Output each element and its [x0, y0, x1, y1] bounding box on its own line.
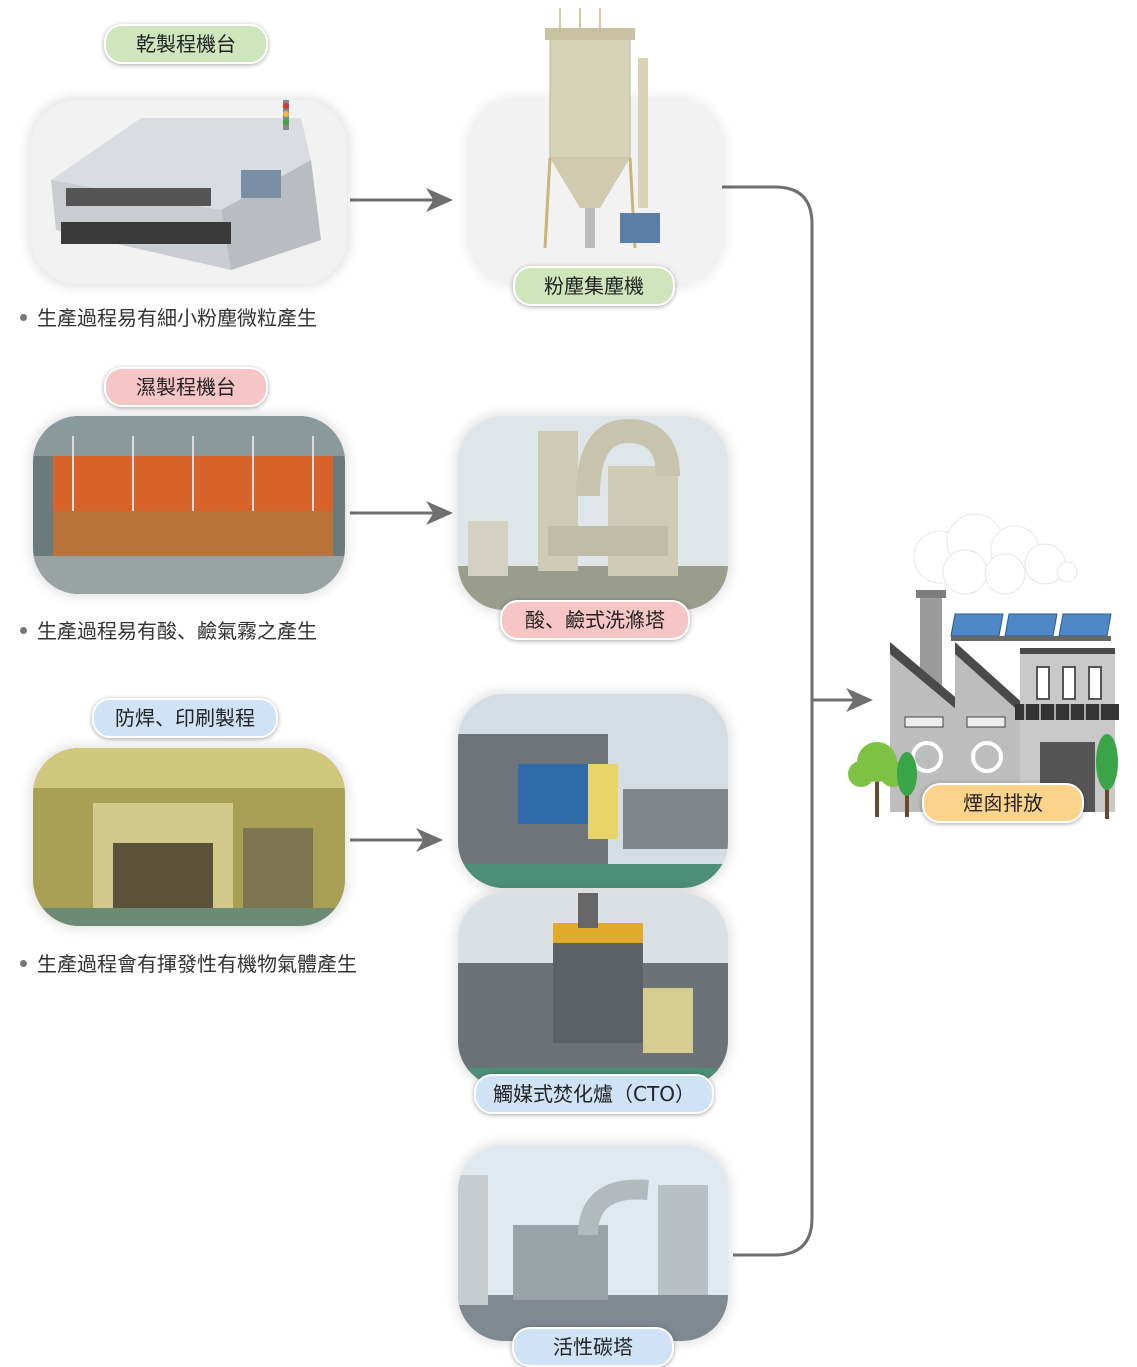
- solder-print-note: 生產過程會有揮發性有機物氣體產生: [20, 948, 357, 977]
- carbon-tower-label: 活性碳塔: [512, 1327, 674, 1367]
- carbon-tower-image: [458, 1145, 728, 1341]
- scrubber-image: [458, 416, 728, 610]
- chimney-emission-label: 煙囪排放: [922, 783, 1084, 823]
- dry-process-note: 生產過程易有細小粉塵微粒產生: [20, 302, 317, 331]
- cto-label: 觸媒式焚化爐（CTO）: [474, 1074, 714, 1114]
- wet-process-machine-image: [33, 416, 345, 594]
- dry-process-machine-image: [31, 100, 347, 284]
- wet-process-note: 生產過程易有酸、鹼氣霧之產生: [20, 615, 317, 644]
- cto-incinerator-image: [458, 893, 728, 1087]
- dust-collector-structure: [543, 8, 660, 249]
- dust-collector-label: 粉塵集塵機: [513, 266, 675, 306]
- solder-print-label: 防焊、印刷製程: [92, 698, 278, 738]
- smoke-cloud-icon: [913, 513, 1078, 595]
- collector-line: [722, 185, 814, 1257]
- solar-panel-icon: [950, 613, 1112, 641]
- bullet-icon: [20, 314, 27, 321]
- bullet-icon: [20, 960, 27, 967]
- cto-plant-image: [458, 694, 728, 888]
- tree-icon: [848, 734, 1118, 819]
- solder-print-machine-image: [33, 748, 345, 926]
- bullet-icon: [20, 627, 27, 634]
- scrubber-label: 酸、鹼式洗滌塔: [500, 600, 690, 640]
- dry-process-label: 乾製程機台: [104, 24, 268, 64]
- factory-chimney-icon: [848, 513, 1119, 819]
- wet-process-label: 濕製程機台: [104, 367, 268, 407]
